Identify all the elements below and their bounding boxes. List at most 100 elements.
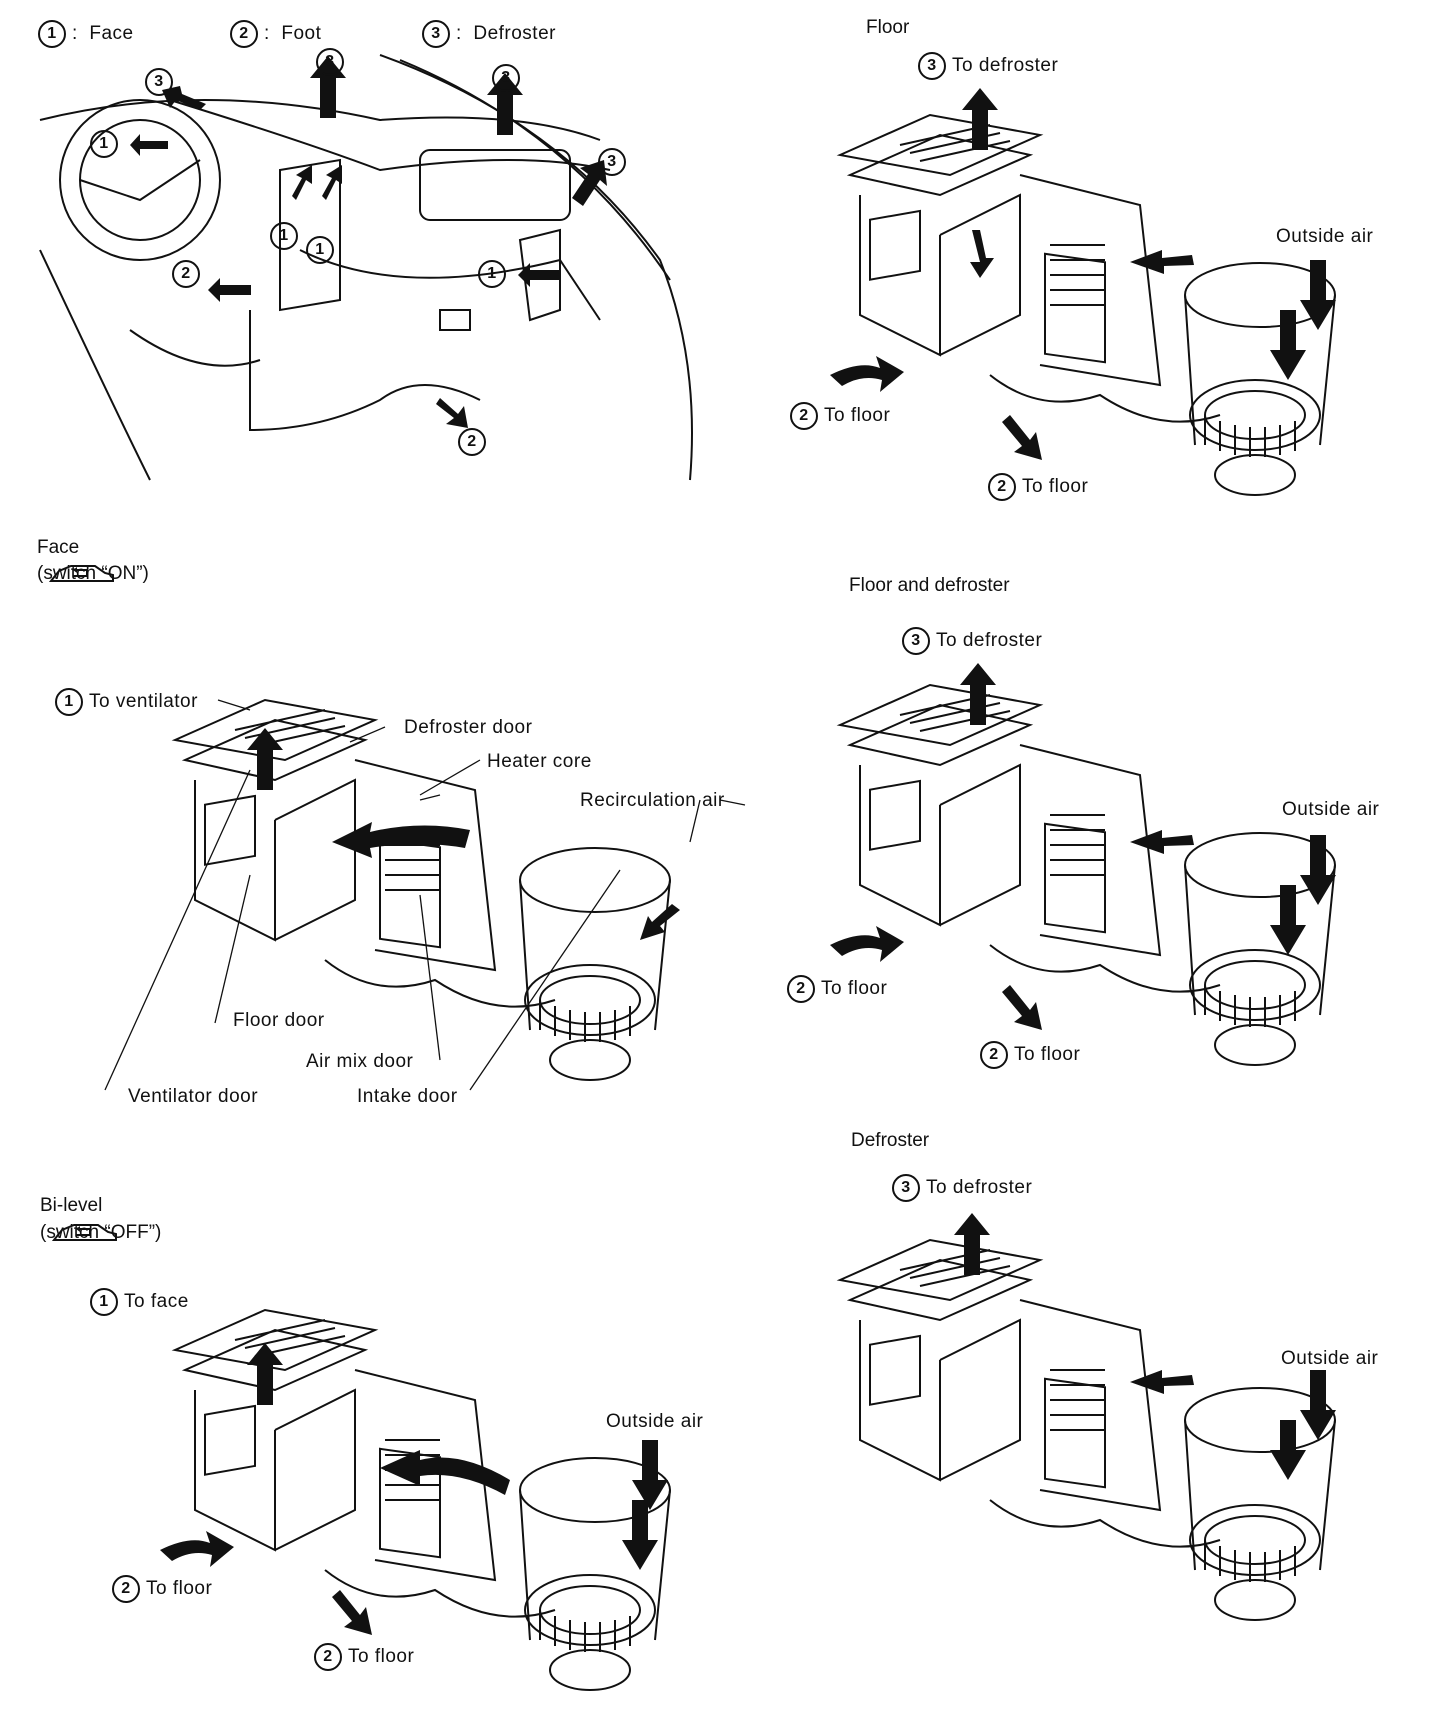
- defroster-title: Defroster: [851, 1130, 930, 1151]
- circled-number-icon: 2: [112, 1575, 140, 1603]
- face-to-ventilator-label: To ventilator: [89, 691, 198, 713]
- legend-sep: :: [72, 23, 78, 45]
- floor-defroster-to-floor-2-label: To floor: [1014, 1044, 1081, 1066]
- floor-defroster-to-floor-1: 2 To floor: [787, 975, 887, 1003]
- car-recirculation-icon: [52, 1224, 118, 1241]
- face-switch-note: (switch “ON”): [37, 563, 149, 585]
- floor-to-defroster: 3 To defroster: [918, 52, 1058, 80]
- circled-number-icon: 2: [980, 1041, 1008, 1069]
- floor-outside-air: Outside air: [1276, 226, 1374, 247]
- dash-marker-1a: 1: [90, 130, 124, 158]
- floor-to-floor-2-label: To floor: [1022, 476, 1089, 498]
- circled-number-icon: 2: [790, 402, 818, 430]
- bilevel-to-face-label: To face: [124, 1291, 189, 1313]
- dashboard-arrows: [130, 56, 607, 428]
- circled-number-icon: 1: [55, 688, 83, 716]
- face-switch-text: switch “ON”): [43, 563, 149, 584]
- circled-number-icon: 2: [314, 1643, 342, 1671]
- dash-marker-1d: 1: [478, 260, 512, 288]
- face-air-mix-door: Air mix door: [306, 1051, 414, 1072]
- dash-marker-1b: 1: [270, 222, 304, 250]
- floor-defroster-unit-illustration: [839, 684, 1336, 1066]
- defroster-to-defroster: 3 To defroster: [892, 1174, 1032, 1202]
- legend-sep: :: [264, 23, 270, 45]
- circled-number-icon: 1: [270, 222, 298, 250]
- circled-number-icon: 1: [38, 20, 66, 48]
- floor-unit-illustration: [839, 114, 1336, 496]
- car-recirculation-icon: [49, 565, 115, 582]
- dash-marker-3a: 3: [145, 68, 179, 96]
- floor-to-floor-1: 2 To floor: [790, 402, 890, 430]
- circled-number-icon: 3: [145, 68, 173, 96]
- dashboard-illustration: [39, 54, 693, 481]
- circled-number-icon: 1: [478, 260, 506, 288]
- circled-number-icon: 2: [230, 20, 258, 48]
- floor-to-floor-2: 2 To floor: [988, 473, 1088, 501]
- bilevel-switch-paren: (: [40, 1222, 47, 1243]
- defroster-arrows: [954, 1213, 1336, 1480]
- circled-number-icon: 2: [172, 260, 200, 288]
- defroster-outside-air: Outside air: [1281, 1348, 1379, 1369]
- bilevel-to-floor-2: 2 To floor: [314, 1643, 414, 1671]
- floor-defroster-to-floor-1-label: To floor: [821, 978, 888, 1000]
- dash-marker-1c: 1: [306, 236, 340, 264]
- bilevel-title: Bi-level: [40, 1195, 103, 1216]
- dash-marker-2b: 2: [458, 428, 492, 456]
- bilevel-switch-text: switch “OFF”): [46, 1222, 162, 1243]
- face-heater-core: Heater core: [487, 751, 592, 772]
- face-intake-door: Intake door: [357, 1086, 458, 1107]
- circled-number-icon: 3: [902, 627, 930, 655]
- circled-number-icon: 3: [598, 148, 626, 176]
- face-floor-door: Floor door: [233, 1010, 325, 1031]
- circled-number-icon: 2: [458, 428, 486, 456]
- bilevel-to-floor-1-label: To floor: [146, 1578, 213, 1600]
- legend-face: 1: Face: [38, 20, 134, 48]
- circled-number-icon: 3: [316, 48, 344, 76]
- defroster-unit-illustration: [839, 1239, 1336, 1621]
- legend-defroster: 3: Defroster: [422, 20, 556, 48]
- floor-defroster-to-floor-2: 2 To floor: [980, 1041, 1080, 1069]
- circled-number-icon: 1: [306, 236, 334, 264]
- face-to-ventilator: 1 To ventilator: [55, 688, 198, 716]
- legend-defroster-label: Defroster: [473, 23, 556, 45]
- floor-defroster-arrows: [830, 663, 1336, 1030]
- floor-title: Floor: [866, 17, 910, 38]
- circled-number-icon: 3: [918, 52, 946, 80]
- legend-foot: 2: Foot: [230, 20, 321, 48]
- dash-marker-3b: 3: [316, 48, 350, 76]
- bilevel-to-floor-2-label: To floor: [348, 1646, 415, 1668]
- bilevel-arrows: [160, 1343, 668, 1635]
- bilevel-to-floor-1: 2 To floor: [112, 1575, 212, 1603]
- face-leader-lines: [104, 699, 746, 1091]
- circled-number-icon: 1: [90, 130, 118, 158]
- legend-foot-label: Foot: [281, 23, 322, 45]
- circled-number-icon: 3: [492, 64, 520, 92]
- face-defroster-door: Defroster door: [404, 717, 533, 738]
- face-recirculation-air: Recirculation air: [580, 790, 725, 811]
- dash-marker-2a: 2: [172, 260, 206, 288]
- bilevel-to-face: 1 To face: [90, 1288, 189, 1316]
- face-title: Face: [37, 537, 80, 558]
- bilevel-switch-note: (switch “OFF”): [40, 1222, 161, 1244]
- floor-defroster-to-defroster: 3 To defroster: [902, 627, 1042, 655]
- circled-number-icon: 3: [422, 20, 450, 48]
- defroster-to-defroster-label: To defroster: [926, 1177, 1033, 1199]
- circled-number-icon: 3: [892, 1174, 920, 1202]
- floor-arrows: [830, 88, 1336, 460]
- bilevel-unit-illustration: [174, 1309, 671, 1691]
- dash-marker-3d: 3: [598, 148, 632, 176]
- floor-defroster-to-defroster-label: To defroster: [936, 630, 1043, 652]
- bilevel-outside-air: Outside air: [606, 1411, 704, 1432]
- face-ventilator-door: Ventilator door: [128, 1086, 259, 1107]
- face-arrows: [247, 728, 680, 940]
- circled-number-icon: 2: [988, 473, 1016, 501]
- legend-face-label: Face: [89, 23, 134, 45]
- floor-defroster-title: Floor and defroster: [849, 575, 1010, 596]
- circled-number-icon: 1: [90, 1288, 118, 1316]
- floor-to-defroster-label: To defroster: [952, 55, 1059, 77]
- face-switch-paren: (: [37, 563, 44, 584]
- legend-sep: :: [456, 23, 462, 45]
- floor-to-floor-1-label: To floor: [824, 405, 891, 427]
- circled-number-icon: 2: [787, 975, 815, 1003]
